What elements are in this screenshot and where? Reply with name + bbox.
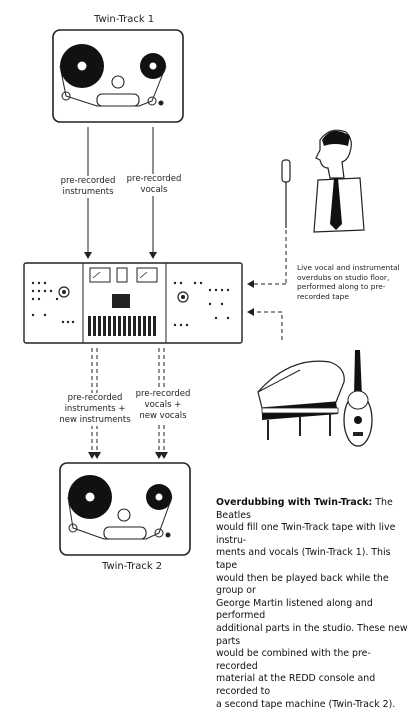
label-instruments-in: pre-recorded instruments	[58, 176, 118, 198]
overdub-diagram	[23, 29, 373, 556]
tape-deck-top	[52, 29, 184, 123]
arrow-instrument-overdub	[247, 308, 283, 340]
bottom-deck-title: Twin-Track 2	[102, 561, 163, 572]
arrow-vocals-out	[155, 348, 168, 459]
label-vocals-out: pre-recorded vocals + new vocals	[132, 389, 194, 422]
redd-console	[23, 262, 243, 344]
figure-caption: Overdubbing with Twin-Track: The Beatles…	[216, 497, 408, 710]
singer-illustration	[281, 129, 365, 233]
guitar-illustration	[343, 350, 373, 447]
label-vocals-in: pre-recorded vocals	[126, 174, 182, 196]
arrow-instruments-out	[88, 348, 101, 459]
tape-deck-bottom	[59, 462, 191, 556]
studio-floor-note: Live vocal and instrumental overdubs on …	[297, 263, 400, 301]
top-deck-title: Twin-Track 1	[94, 14, 155, 25]
piano-illustration	[257, 360, 345, 440]
label-instruments-out: pre-recorded instruments + new instrumen…	[59, 393, 131, 426]
